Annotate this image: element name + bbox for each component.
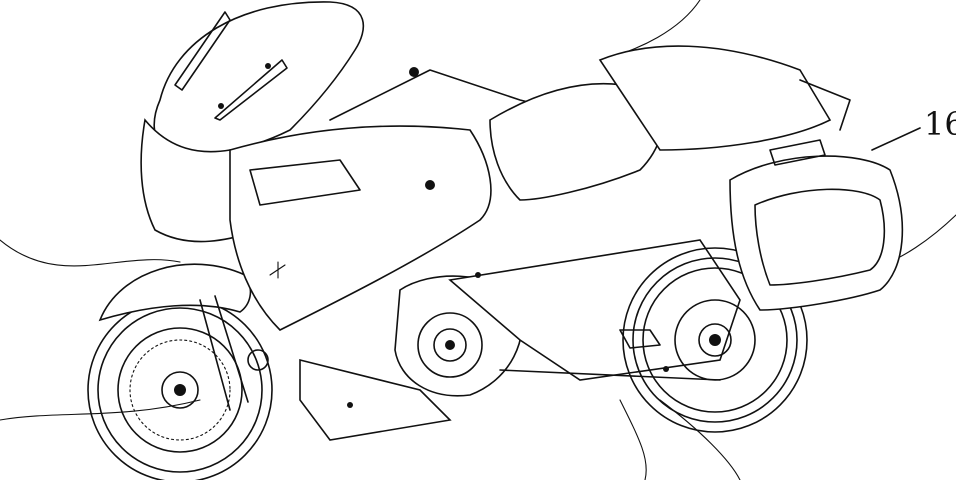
mirror-mount xyxy=(409,67,419,77)
rear-wheel xyxy=(622,247,808,433)
cross-mark xyxy=(269,261,286,279)
leader-line xyxy=(619,399,647,480)
frame-bolt xyxy=(663,366,669,372)
side-panel xyxy=(249,159,361,206)
rear-rack xyxy=(799,79,851,131)
vent-screw xyxy=(265,63,271,69)
vent-screw xyxy=(218,103,224,109)
fairing-screw xyxy=(347,402,353,408)
rider-seat xyxy=(489,82,665,201)
passenger-seat xyxy=(598,45,832,151)
leader-line xyxy=(0,239,181,267)
label-16-leader xyxy=(871,127,921,151)
frame-bolt xyxy=(475,272,481,278)
swingarm xyxy=(499,369,721,381)
lower-fairing xyxy=(299,358,452,441)
rear-pannier-case xyxy=(729,139,904,311)
front-fork xyxy=(199,295,249,411)
footpeg xyxy=(619,329,661,349)
fuel-tank-fairing xyxy=(229,125,492,331)
mirror-vent-left xyxy=(174,11,231,91)
leader-line xyxy=(659,399,741,480)
fairing-bolt xyxy=(425,180,435,190)
fork-knob xyxy=(247,349,269,371)
mirror-vent-right xyxy=(214,59,288,121)
front-fender xyxy=(98,263,252,322)
front-wheel xyxy=(87,297,273,480)
reference-label-16: 16 xyxy=(924,105,956,143)
rear-frame xyxy=(448,239,741,381)
